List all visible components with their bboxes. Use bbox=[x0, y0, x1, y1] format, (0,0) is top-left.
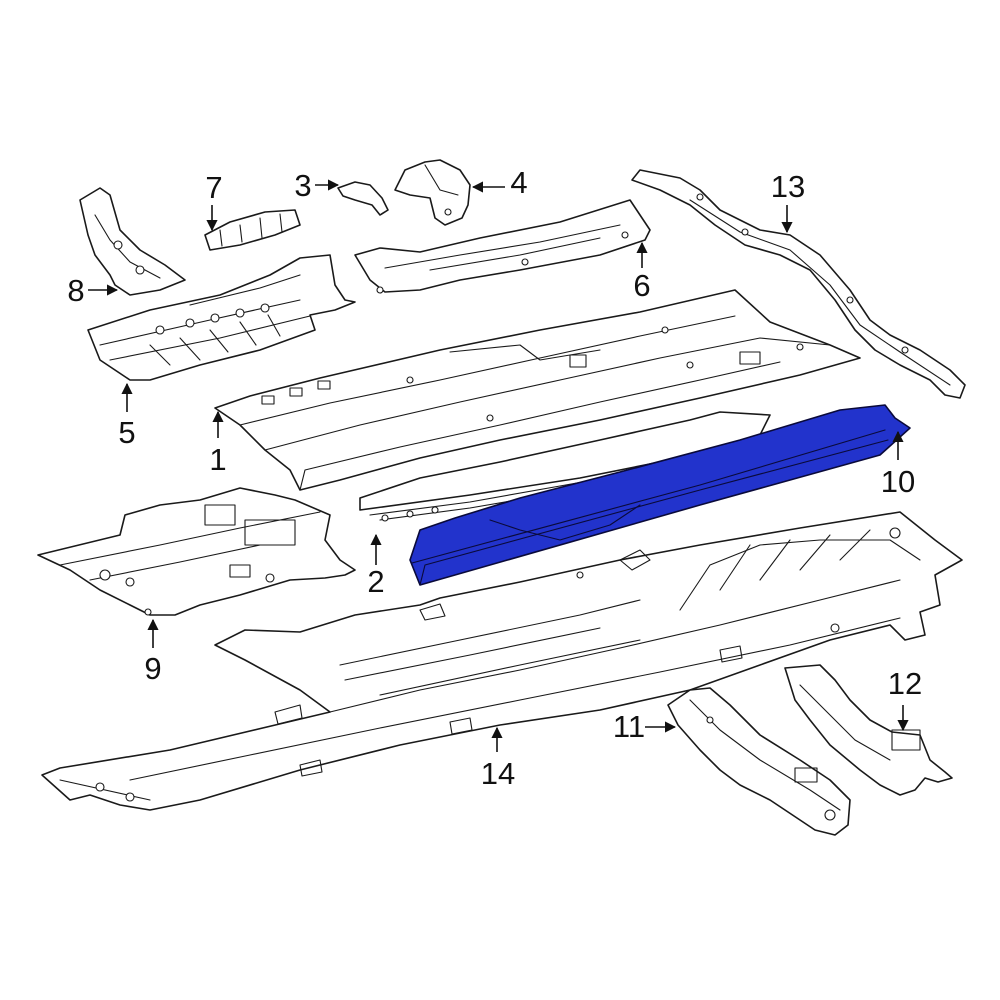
part-10-rocker-panel[interactable] bbox=[409, 404, 911, 586]
callout-11: 11 bbox=[613, 709, 645, 744]
callout-3: 3 bbox=[294, 168, 311, 203]
callout-2: 2 bbox=[367, 564, 384, 599]
callout-10: 10 bbox=[881, 464, 915, 499]
part-6-crossmember[interactable] bbox=[354, 199, 651, 294]
part-7-bracket[interactable] bbox=[204, 209, 301, 251]
part-5-front-floor[interactable] bbox=[87, 254, 356, 381]
part-1-center-floor-panel[interactable] bbox=[214, 289, 861, 491]
part-3-bracket[interactable] bbox=[337, 181, 389, 216]
callout-4: 4 bbox=[510, 165, 527, 200]
callout-5: 5 bbox=[118, 415, 135, 450]
callout-1: 1 bbox=[209, 442, 226, 477]
part-8-bracket[interactable] bbox=[79, 187, 186, 296]
callout-6: 6 bbox=[633, 268, 650, 303]
part-11-rear-bracket[interactable] bbox=[667, 687, 851, 836]
part-14-floor-pan[interactable] bbox=[41, 511, 963, 811]
part-4-mount[interactable] bbox=[394, 159, 471, 226]
callout-9: 9 bbox=[144, 651, 161, 686]
part-13-side-rail[interactable] bbox=[631, 169, 966, 399]
callout-12: 12 bbox=[888, 666, 922, 701]
callout-leaders bbox=[88, 179, 909, 752]
part-9-rear-floor[interactable] bbox=[37, 487, 356, 616]
callout-14: 14 bbox=[481, 756, 515, 791]
callout-numbers: 1 2 3 4 5 6 7 8 9 10 11 12 13 14 bbox=[67, 165, 922, 791]
callout-13: 13 bbox=[771, 169, 805, 204]
callout-8: 8 bbox=[67, 273, 84, 308]
callout-7: 7 bbox=[205, 170, 222, 205]
